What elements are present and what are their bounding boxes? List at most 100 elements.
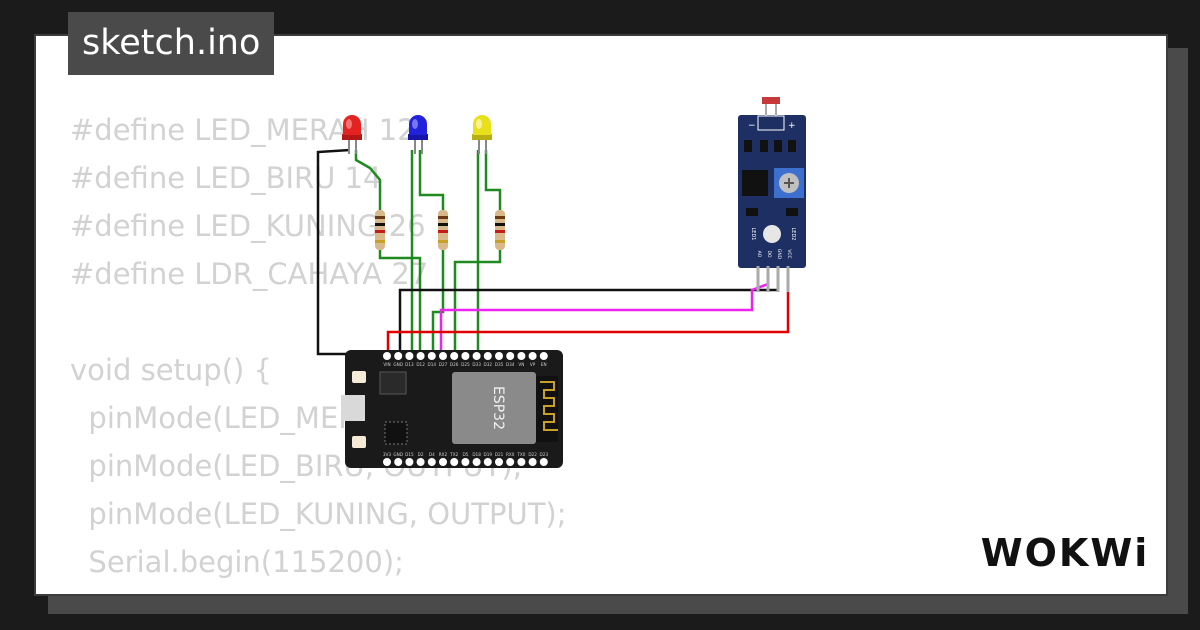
- ldr-led2-label: LED2: [790, 228, 796, 241]
- pin-label-top: D32: [484, 362, 493, 367]
- header-hole[interactable]: [394, 352, 403, 360]
- pin-label-top: D33: [472, 362, 481, 367]
- wire-green-red-res: [378, 250, 422, 350]
- pin-label-bottom: D21: [495, 452, 504, 457]
- ldr-minus-label: −: [748, 121, 756, 131]
- code-line: void setup() {: [70, 353, 272, 387]
- header-hole[interactable]: [427, 352, 436, 360]
- code-line: pinMode(LED_KUNING, OUTPUT);: [70, 497, 567, 531]
- pin-label-top: D35: [495, 362, 504, 367]
- pin-label-bottom: D2: [418, 452, 424, 457]
- wire-green-red-led: [354, 150, 382, 210]
- pin-label-bottom: D23: [540, 452, 549, 457]
- pin-label-top: EN: [541, 362, 547, 367]
- pin-label-top: VN: [518, 362, 524, 367]
- header-hole[interactable]: [483, 458, 492, 466]
- header-hole[interactable]: [528, 352, 537, 360]
- led-blue: [408, 115, 428, 154]
- wire-magenta-ldr-do: [439, 270, 770, 352]
- ldr-pin-label: GND: [776, 249, 782, 260]
- pin-label-top: D12: [416, 362, 425, 367]
- header-hole[interactable]: [405, 458, 414, 466]
- pin-label-bottom: D22: [528, 452, 537, 457]
- pin-label-top: VP: [530, 362, 536, 367]
- esp32-chip-label: ESP32: [490, 386, 506, 430]
- board-header-top-holes: [383, 352, 548, 466]
- header-hole[interactable]: [416, 352, 425, 360]
- header-hole[interactable]: [439, 352, 447, 360]
- ldr-led1-label: LED1: [750, 228, 756, 241]
- header-hole[interactable]: [472, 352, 481, 360]
- header-hole[interactable]: [539, 352, 548, 360]
- pin-label-bottom: D18: [472, 452, 481, 457]
- header-hole[interactable]: [416, 458, 425, 466]
- header-hole[interactable]: [472, 458, 481, 466]
- wire-red-ldr-vcc: [386, 270, 790, 352]
- ldr-pin-label: DO: [766, 250, 772, 257]
- led-red: [342, 115, 362, 154]
- wokwi-logo: WOKWi: [981, 531, 1150, 575]
- header-hole[interactable]: [517, 458, 526, 466]
- header-hole[interactable]: [450, 458, 459, 466]
- code-line: Serial.println("");: [70, 586, 567, 594]
- resistor-3: [495, 210, 505, 250]
- header-hole[interactable]: [383, 352, 391, 360]
- led-yellow: [472, 115, 492, 154]
- wokwi-logo-text: WOKWi: [981, 531, 1150, 575]
- pin-label-bottom: TX2: [449, 452, 458, 457]
- header-hole[interactable]: [483, 352, 492, 360]
- header-hole[interactable]: [506, 458, 515, 466]
- ldr-plus-label: +: [788, 121, 796, 131]
- pin-label-top: D14: [428, 362, 437, 367]
- header-hole[interactable]: [495, 458, 503, 466]
- pin-label-bottom: D19: [484, 452, 493, 457]
- code-line: #define LED_BIRU 14: [70, 161, 382, 195]
- header-hole[interactable]: [495, 352, 503, 360]
- pin-label-top: D26: [450, 362, 459, 367]
- resistor-1: [375, 210, 385, 250]
- pin-label-bottom: D5: [462, 452, 468, 457]
- file-name-tab[interactable]: sketch.ino: [68, 12, 275, 75]
- code-line: #define LDR_CAHAYA 27: [70, 257, 429, 291]
- wire-black-led-gnd: [316, 148, 399, 360]
- pin-label-bottom: 3V3: [383, 452, 392, 457]
- pin-label-top: VIN: [383, 362, 390, 367]
- pin-label-top: D27: [439, 362, 448, 367]
- resistor-2: [438, 210, 448, 250]
- pin-label-top: D13: [405, 362, 414, 367]
- header-hole[interactable]: [506, 352, 515, 360]
- ldr-pin-labels: AO DO GND VCC: [756, 249, 792, 260]
- code-line: #define LED_MERAH 12: [70, 113, 416, 147]
- header-hole[interactable]: [517, 352, 526, 360]
- pin-label-bottom: TX0: [516, 452, 525, 457]
- header-hole[interactable]: [427, 458, 436, 466]
- wires: [316, 148, 790, 360]
- header-hole[interactable]: [539, 458, 548, 466]
- pin-label-bottom: GND: [393, 452, 403, 457]
- ldr-sensor-module: − + LED1 LED2 AO DO GND VCC: [738, 97, 806, 292]
- header-hole[interactable]: [439, 458, 447, 466]
- header-hole[interactable]: [461, 458, 470, 466]
- project-preview-card: #define LED_MERAH 12 #define LED_BIRU 14 #…: [34, 34, 1168, 596]
- pin-label-top: GND: [393, 362, 403, 367]
- header-hole[interactable]: [383, 458, 391, 466]
- ldr-pin-label: AO: [756, 251, 762, 258]
- wire-green-blue-led: [418, 150, 445, 210]
- header-hole[interactable]: [405, 352, 414, 360]
- code-line: Serial.begin(115200);: [70, 545, 404, 579]
- header-hole[interactable]: [450, 352, 459, 360]
- header-hole[interactable]: [394, 458, 403, 466]
- code-line: #define LED_KUNING 26: [70, 209, 426, 243]
- header-hole[interactable]: [461, 352, 470, 360]
- ldr-pin-label: VCC: [786, 249, 792, 258]
- header-hole[interactable]: [528, 458, 537, 466]
- wire-green-yellow-led: [484, 150, 502, 210]
- pin-label-top: D34: [506, 362, 515, 367]
- pin-label-bottom: D15: [405, 452, 414, 457]
- pin-label-bottom: D4: [429, 452, 435, 457]
- pin-label-top: D25: [461, 362, 470, 367]
